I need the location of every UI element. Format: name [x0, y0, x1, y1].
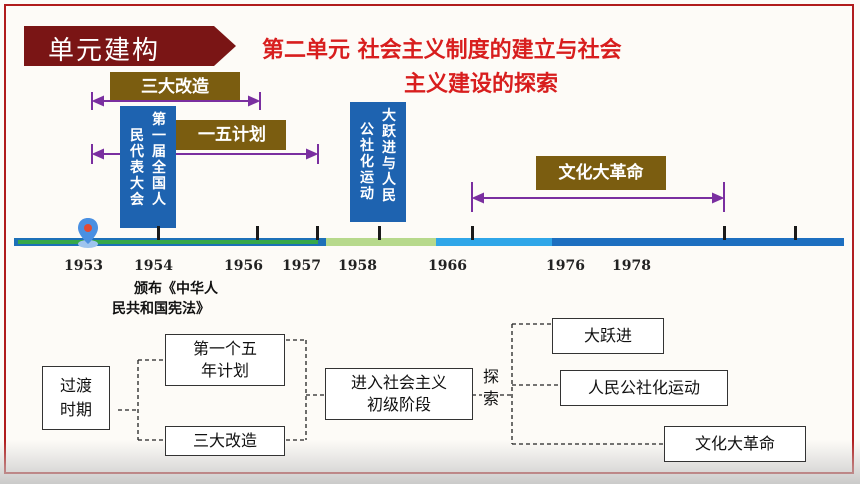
year-label: 1976 [546, 258, 585, 274]
npc-col-1: 第一届全国人 [152, 112, 166, 208]
timeline-segment-1-green [18, 240, 318, 244]
timeline-brackets [91, 92, 725, 212]
five-year-line-1: 第一个五 [192, 339, 257, 358]
explore-line-1: 探 [482, 367, 499, 386]
timeline-segment-2 [326, 238, 436, 246]
year-label: 1954 [134, 258, 173, 274]
tree-connectors [118, 323, 664, 445]
timeline-segment-4 [552, 238, 844, 246]
explore-label: 探 索 [480, 366, 502, 410]
year-label: 1958 [338, 258, 377, 274]
title-line-1: 第二单元 社会主义制度的建立与社会 [262, 38, 622, 63]
event-three-reforms: 三大改造 [110, 72, 240, 102]
leap-label-box: 大跃进与人民 公社化运动 [350, 102, 406, 222]
unit-badge-label: 单元建构 [48, 36, 161, 66]
box-commune: 人民公社化运动 [560, 370, 728, 406]
tick-1957 [316, 226, 319, 240]
leap-col-2: 公社化运动 [360, 122, 374, 202]
event-cultural-revolution: 文化大革命 [536, 156, 666, 190]
tick-1976 [723, 226, 726, 240]
map-pin-icon [78, 218, 98, 248]
year-label: 1966 [428, 258, 467, 274]
timeline-segment-3 [436, 238, 552, 246]
leap-col-1: 大跃进与人民 [382, 108, 396, 204]
tick-1956 [256, 226, 259, 240]
box-great-leap: 大跃进 [552, 318, 664, 354]
constitution-note-line-2: 民共和国宪法》 [112, 301, 210, 317]
unit-badge: 单元建构 [24, 26, 236, 66]
tick-1958 [378, 226, 381, 240]
constitution-note-line-1: 颁布《中华人 [134, 281, 218, 297]
tick-1966 [471, 226, 474, 240]
box-transition-period: 过渡 时期 [42, 366, 110, 430]
npc-col-2: 民代表大会 [130, 128, 144, 208]
tick-1978 [794, 226, 797, 240]
tick-1954 [157, 226, 160, 240]
five-year-line-2: 年计划 [200, 361, 249, 380]
year-label: 1953 [64, 258, 103, 274]
year-label: 1978 [612, 258, 651, 274]
explore-line-2: 索 [482, 389, 499, 408]
box-first-five-year-plan: 第一个五 年计划 [165, 334, 285, 386]
primary-stage-line-2: 初级阶段 [366, 395, 431, 414]
box-primary-stage: 进入社会主义 初级阶段 [325, 368, 473, 420]
npc-label-box: 第一届全国人 民代表大会 [120, 106, 176, 228]
badge-arrow [214, 26, 236, 66]
box-cultural-revolution: 文化大革命 [664, 426, 806, 462]
title-line-2: 主义建设的探索 [404, 72, 559, 97]
year-label: 1956 [224, 258, 263, 274]
transition-line-1: 过渡 [59, 376, 92, 395]
primary-stage-line-1: 进入社会主义 [350, 373, 447, 392]
transition-line-2: 时期 [59, 400, 92, 419]
box-three-reforms: 三大改造 [165, 426, 285, 456]
year-label: 1957 [282, 258, 321, 274]
